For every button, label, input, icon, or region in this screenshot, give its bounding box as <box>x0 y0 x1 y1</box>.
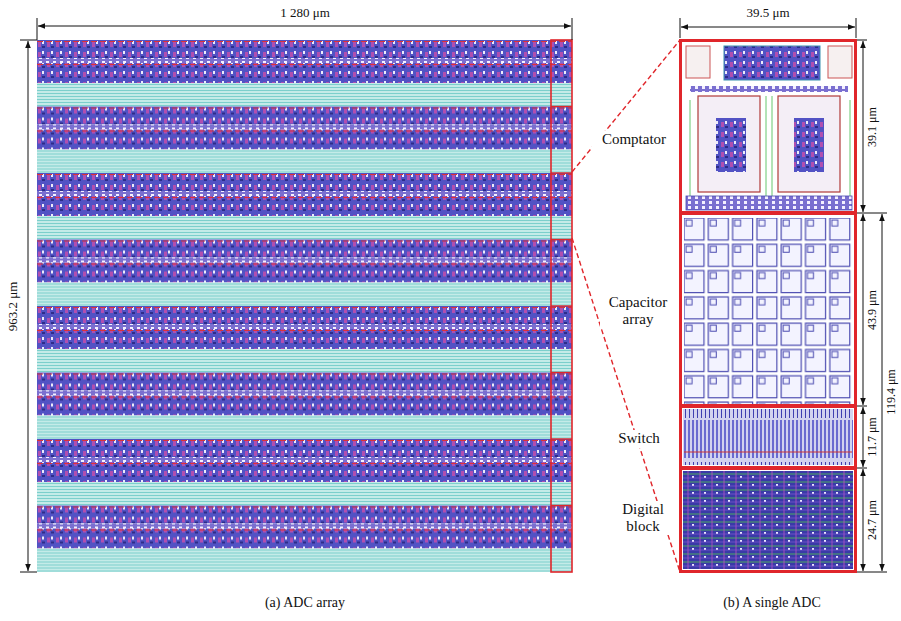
dimension-label: 963.2 μm <box>7 279 20 333</box>
dimension-label: 11.7 μm <box>866 415 878 458</box>
capacitor-array-block: Capacitor array <box>680 213 856 406</box>
block-label: Switch <box>602 430 676 447</box>
comparator-block: Comptator <box>680 40 856 213</box>
switch-block: Switch <box>680 406 856 468</box>
panel-caption: (a) ADC array <box>263 596 347 610</box>
dimension-label: 119.4 μm <box>885 367 897 416</box>
dimension-label: 39.1 μm <box>866 105 878 149</box>
block-label: Capacitor array <box>600 294 676 329</box>
panel-caption: (b) A single ADC <box>721 596 823 610</box>
digital-block: Digital block <box>680 468 856 572</box>
dimension-label: 39.5 μm <box>744 6 791 19</box>
block-label: Comptator <box>592 131 676 148</box>
dimension-label: 1 280 μm <box>278 6 332 19</box>
dimension-label: 43.9 μm <box>866 288 878 332</box>
block-label: Digital block <box>610 501 676 536</box>
dimension-label: 24.7 μm <box>866 498 878 542</box>
